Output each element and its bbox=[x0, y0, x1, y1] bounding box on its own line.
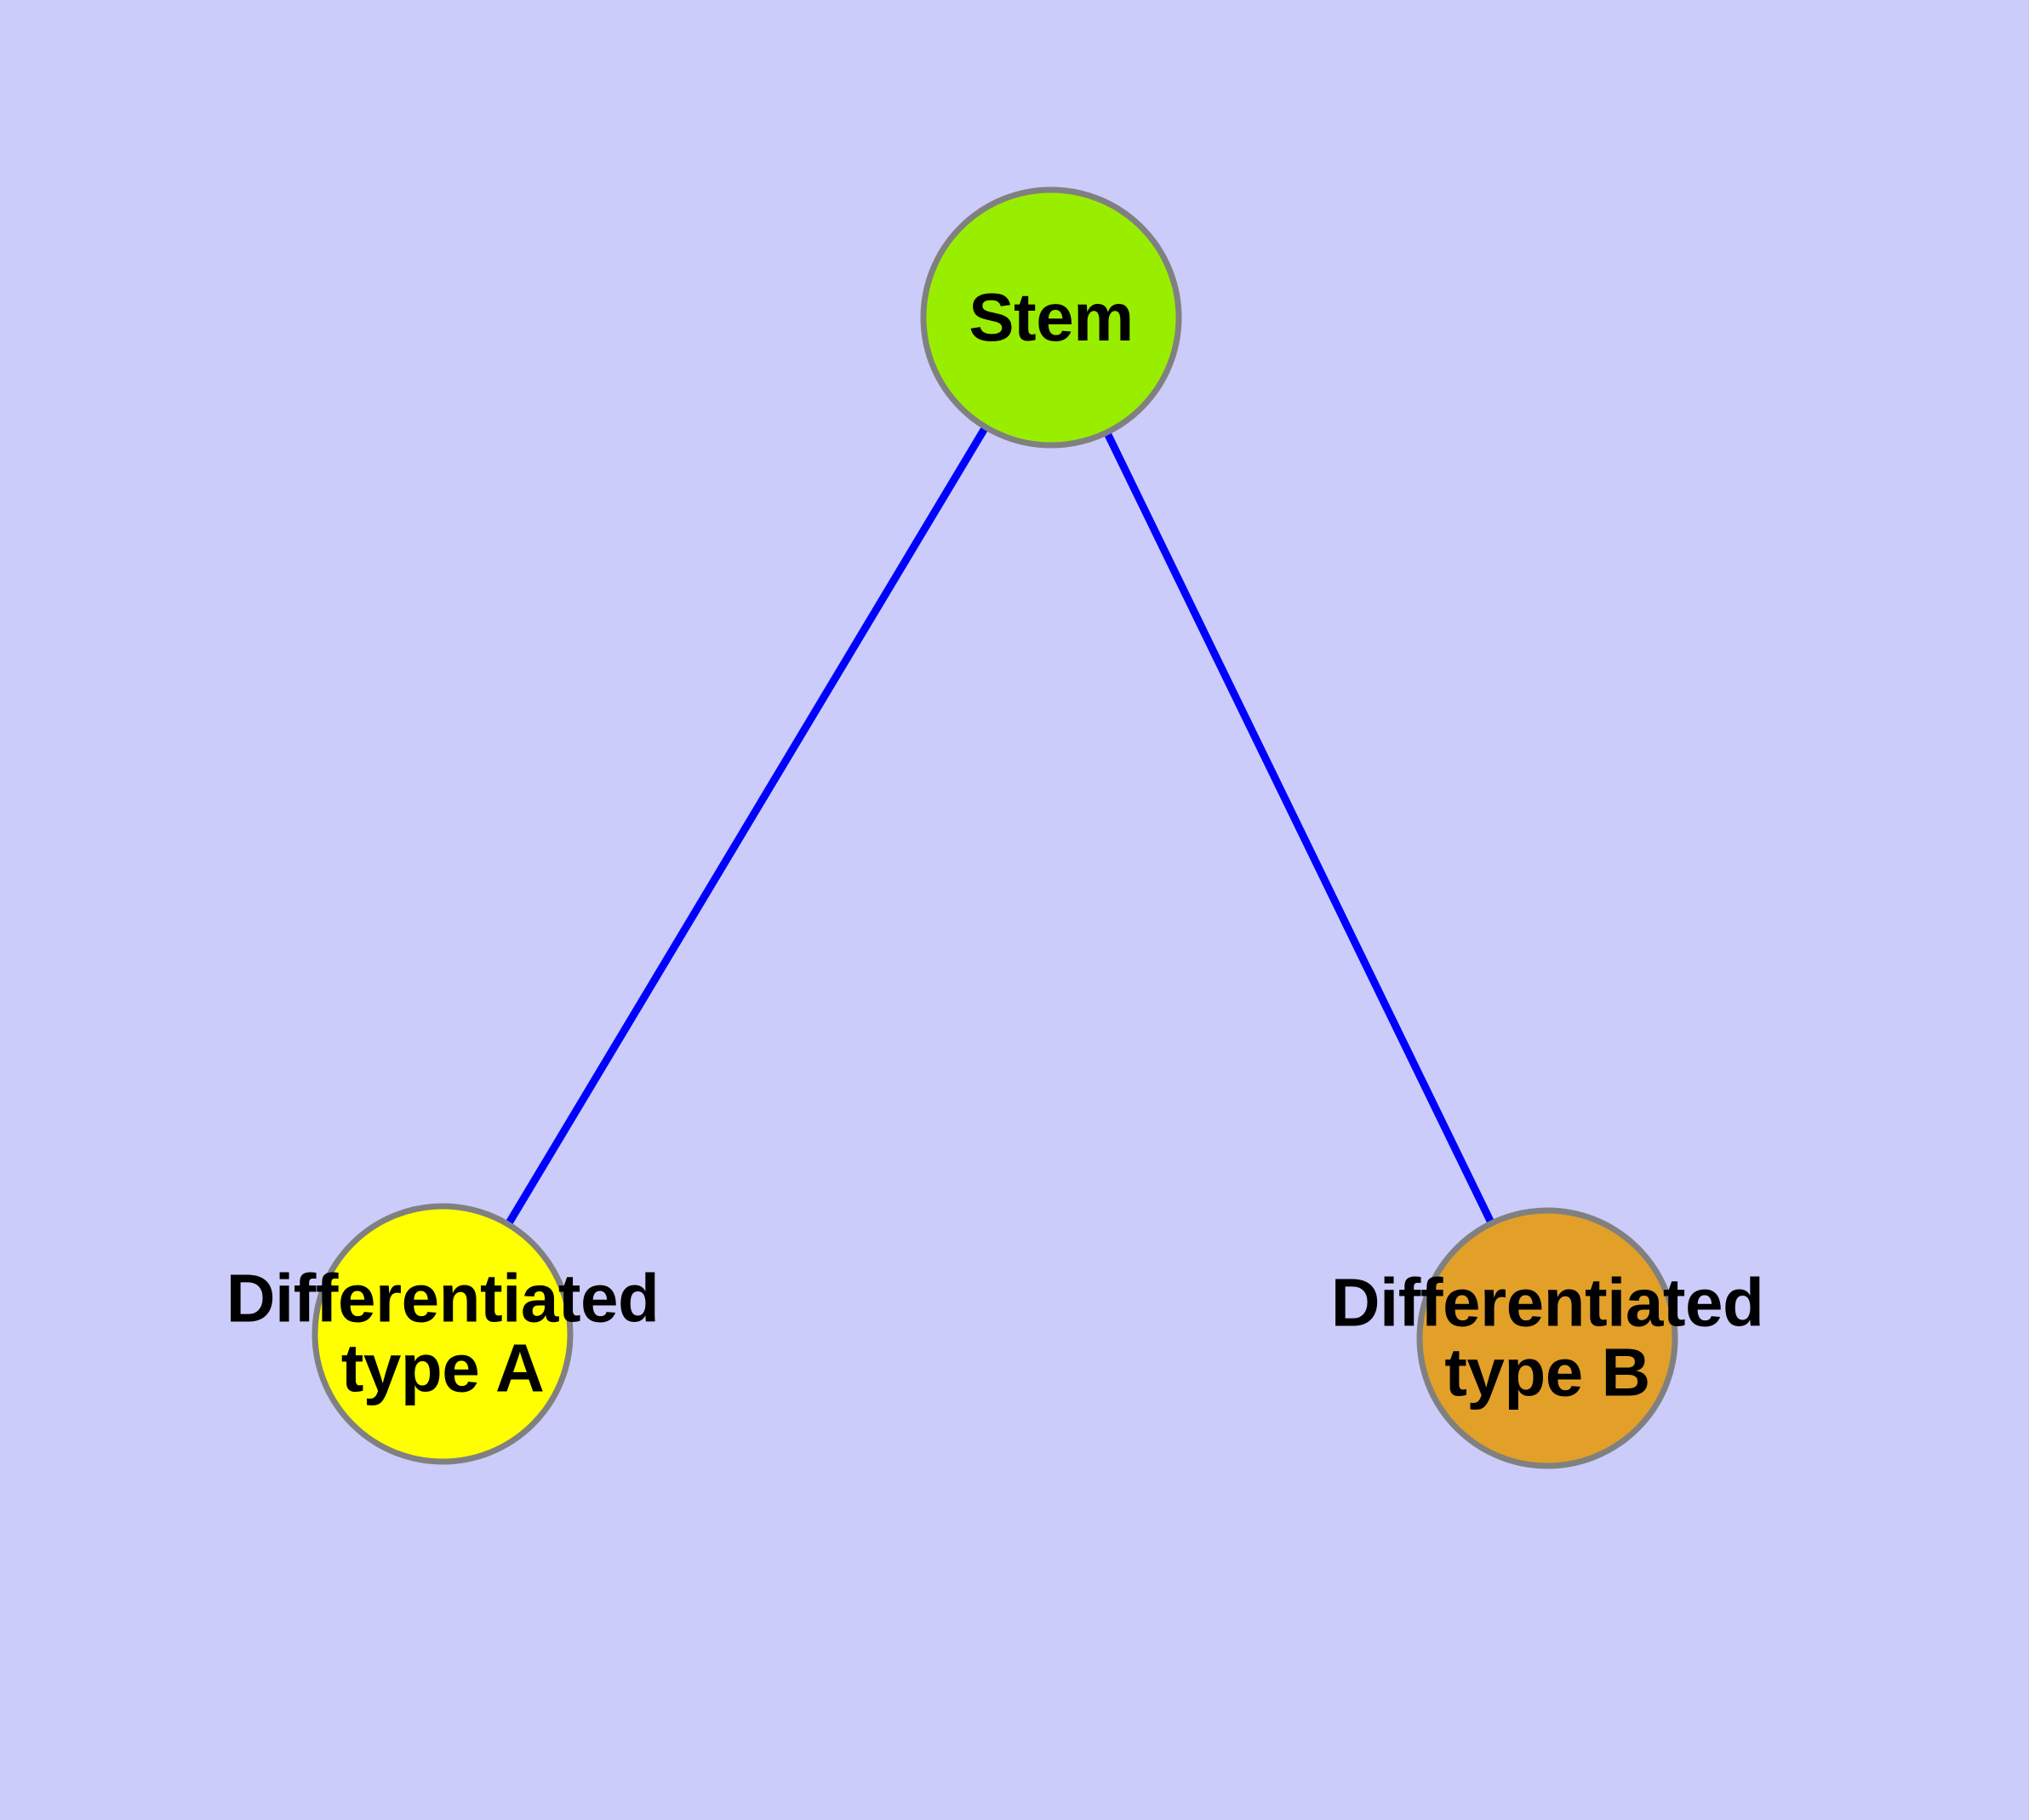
edge-stem-to-diff-b bbox=[1047, 316, 1552, 1340]
node-differentiated-type-b[interactable] bbox=[1416, 1207, 1678, 1469]
node-stem[interactable] bbox=[920, 186, 1182, 449]
edge-layer bbox=[439, 315, 1552, 1340]
node-layer bbox=[311, 186, 1678, 1469]
edge-stem-to-diff-a bbox=[439, 315, 1055, 1336]
node-differentiated-type-a[interactable] bbox=[311, 1203, 574, 1465]
